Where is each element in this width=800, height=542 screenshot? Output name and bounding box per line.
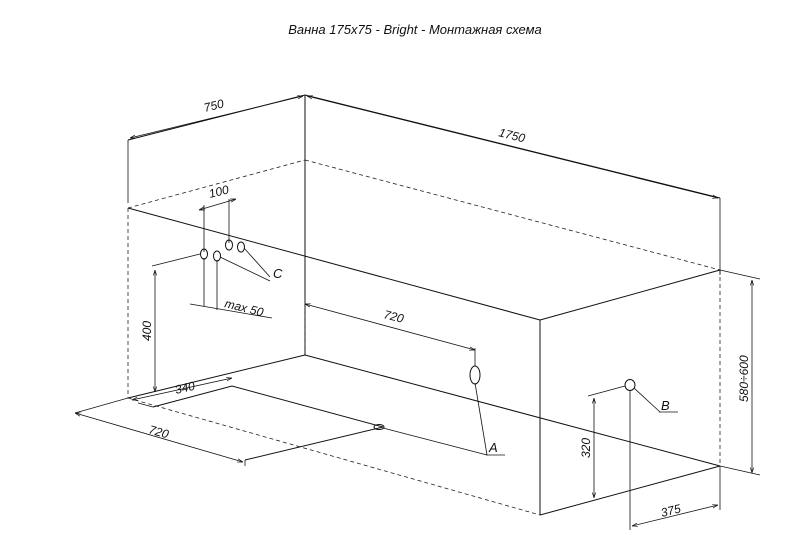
c-pipe-4 xyxy=(237,241,245,253)
a-floor-length-label: 720 xyxy=(147,422,170,441)
floor-outline xyxy=(152,385,385,461)
point-c-label: C xyxy=(273,266,283,281)
drain-overflow xyxy=(469,365,481,385)
point-b-label: B xyxy=(661,398,670,413)
b-height-label: 320 xyxy=(579,438,593,458)
dimension-height: 580÷600 xyxy=(719,269,761,476)
b-inlet xyxy=(624,379,636,391)
width-label: 750 xyxy=(202,96,225,115)
c-pipe-2 xyxy=(213,250,221,262)
c-height-label: 400 xyxy=(140,321,154,341)
b-offset-label: 375 xyxy=(659,501,682,520)
a-offset-top-label: 720 xyxy=(382,307,405,326)
point-b: B 320 375 xyxy=(579,379,721,530)
c-offset-label: max 50 xyxy=(223,296,265,319)
point-a: A 720 340 720 xyxy=(75,304,505,466)
page-title: Ванна 175x75 - Bright - Монтажная схема xyxy=(288,22,542,37)
point-c: 100 max 50 400 C xyxy=(140,182,283,392)
bathtub-outline xyxy=(127,159,721,516)
dimension-width: 750 xyxy=(127,96,303,203)
a-floor-offset-label: 340 xyxy=(174,379,197,397)
dimension-length: 1750 xyxy=(307,96,721,275)
point-a-label: A xyxy=(488,440,498,455)
length-label: 1750 xyxy=(497,125,527,145)
height-label: 580÷600 xyxy=(737,355,751,402)
c-spacing-label: 100 xyxy=(207,182,230,201)
